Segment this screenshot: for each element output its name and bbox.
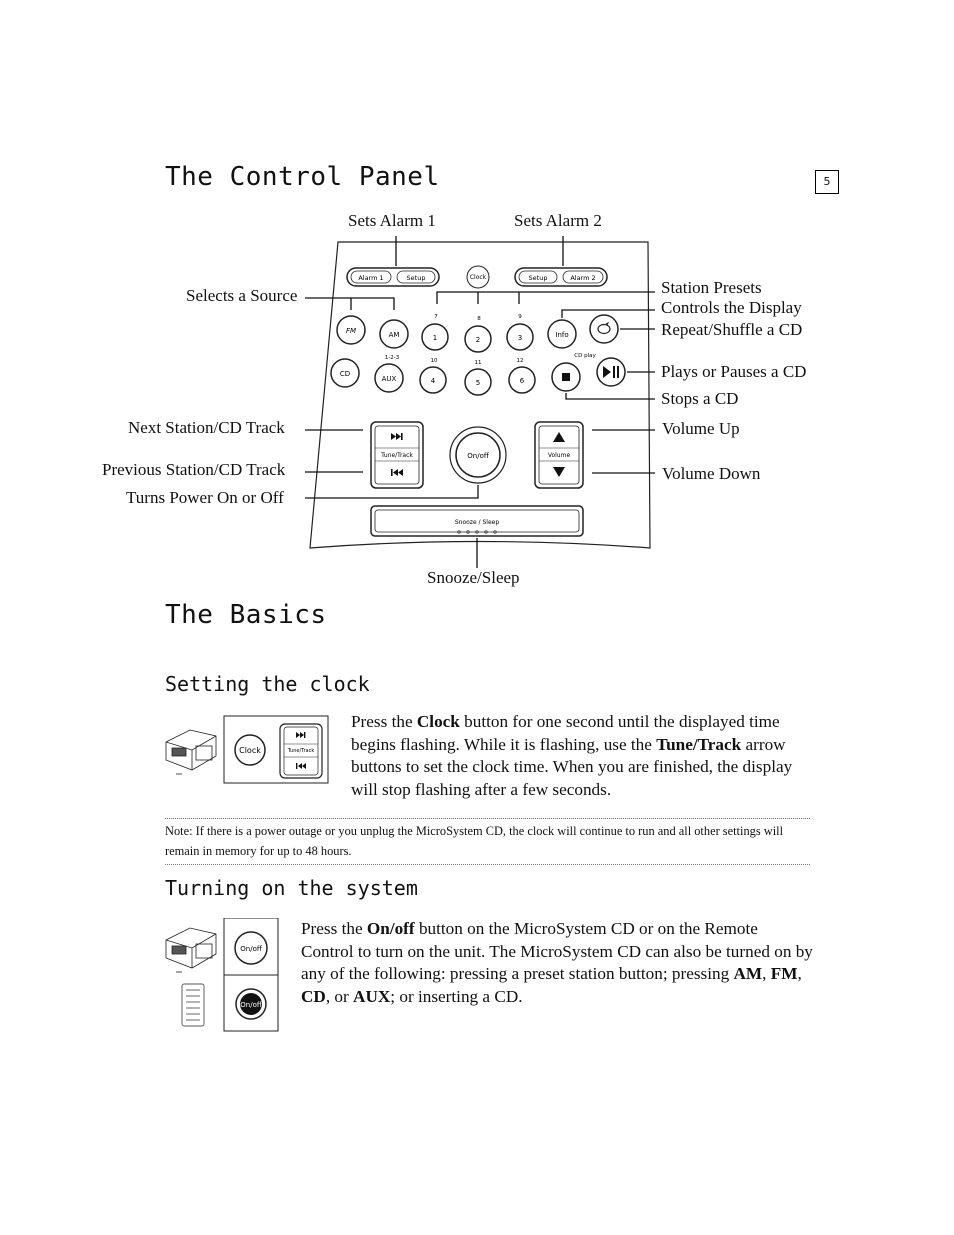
alarm2-btn-label: Alarm 2: [570, 274, 595, 282]
turning-on-paragraph: Press the On/off button on the MicroSyst…: [301, 918, 813, 1008]
tune-track-example-label: Tune/Track: [287, 748, 315, 754]
preset-1: 1: [433, 334, 437, 342]
onoff-example-label: On/off: [240, 945, 262, 953]
microsystem-unit-icon: [165, 729, 217, 775]
preset-8: 8: [477, 316, 481, 322]
setup-left-btn-label: Setup: [407, 274, 426, 282]
turning-on-text-1: Press the: [301, 919, 367, 938]
preset-10: 10: [431, 358, 438, 364]
volume-up-icon: [553, 432, 565, 442]
preset-3: 3: [518, 334, 522, 342]
callout-plays-pauses: Plays or Pauses a CD: [661, 362, 807, 381]
turning-on-illustration: On/off On/off: [165, 918, 279, 1032]
preset-7: 7: [434, 314, 438, 320]
setup-right-btn-label: Setup: [529, 274, 548, 282]
repeat-shuffle-icon: [597, 321, 611, 335]
am-btn-label: AM: [389, 331, 400, 339]
preset-11: 11: [475, 360, 482, 366]
callout-previous-station: Previous Station/CD Track: [102, 460, 286, 479]
setting-clock-bold-clock: Clock: [416, 712, 460, 731]
turning-on-bold-am: AM: [733, 964, 763, 983]
turning-on-bold-aux: AUX: [353, 986, 391, 1006]
preset-12: 12: [517, 358, 524, 364]
callout-sets-alarm-1: Sets Alarm 1: [348, 211, 436, 230]
remote-onoff-label: On/off: [240, 1001, 262, 1009]
snooze-dots: [457, 530, 497, 534]
turning-on-bold-fm: FM: [770, 964, 798, 983]
page-number: 5: [815, 170, 839, 194]
alarm1-btn-label: Alarm 1: [358, 274, 383, 282]
clock-example-label: Clock: [239, 746, 261, 755]
callout-selects-source: Selects a Source: [186, 286, 298, 305]
setting-clock-text-1: Press the: [351, 712, 417, 731]
callout-repeat-shuffle: Repeat/Shuffle a CD: [661, 320, 803, 339]
stop-icon: [562, 373, 570, 381]
clock-btn-label: Clock: [470, 274, 487, 281]
previous-track-icon: [391, 469, 403, 476]
info-btn-label: Info: [555, 331, 568, 339]
turning-on-bold-onoff: On/off: [366, 919, 415, 938]
aux-caption: 1-2-3: [385, 355, 400, 361]
setting-clock-text-3: arrow buttons to set the clock time. Whe…: [351, 734, 793, 799]
turning-on-heading: Turning on the system: [165, 876, 418, 900]
remote-control-icon: [181, 983, 205, 1027]
next-icon: [296, 732, 306, 738]
turning-on-sep-3: , or: [325, 986, 354, 1006]
turning-on-sep-1: ,: [762, 964, 771, 983]
turning-on-text-2: button on the MicroSystem CD or on the R…: [301, 919, 813, 983]
callout-turns-power: Turns Power On or Off: [126, 488, 284, 507]
preset-2: 2: [476, 336, 480, 344]
volume-down-icon: [553, 467, 565, 477]
volume-label: Volume: [548, 452, 571, 459]
callout-next-station: Next Station/CD Track: [128, 418, 285, 437]
play-pause-icon: [603, 366, 619, 378]
on-off-label: On/off: [467, 452, 489, 460]
turning-on-bold-cd: CD: [301, 986, 326, 1006]
preset-buttons: [419, 323, 536, 396]
preset-9: 9: [518, 314, 522, 320]
callout-leader-lines: [305, 236, 655, 568]
callout-stops: Stops a CD: [661, 389, 739, 408]
turning-on-sep-2: ,: [797, 964, 802, 983]
clock-illustration: Clock Tune/Track: [165, 715, 329, 784]
control-panel-diagram: Alarm 1 Setup Clock Setup Alarm 2 FM AM …: [305, 236, 655, 568]
basics-heading: The Basics: [165, 600, 327, 630]
turning-on-text-3: ; or inserting a CD.: [390, 986, 523, 1006]
callout-sets-alarm-2: Sets Alarm 2: [514, 211, 602, 230]
next-track-icon: [391, 433, 403, 440]
microsystem-unit-icon: [165, 927, 217, 973]
tune-track-label: Tune/Track: [380, 452, 413, 459]
preset-4: 4: [431, 377, 436, 385]
setting-clock-text-2: button for one second until the displaye…: [351, 712, 780, 754]
prev-icon: [296, 763, 306, 769]
setting-clock-bold-tune: Tune/Track: [656, 734, 742, 754]
callout-volume-up: Volume Up: [662, 419, 740, 438]
preset-5: 5: [476, 379, 480, 387]
callout-station-presets: Station Presets: [661, 278, 762, 297]
callout-snooze-sleep: Snooze/Sleep: [427, 568, 520, 587]
aux-btn-label: AUX: [382, 375, 397, 383]
control-panel-heading: The Control Panel: [165, 162, 440, 192]
snooze-sleep-label: Snooze / Sleep: [455, 519, 499, 526]
cd-btn-label: CD: [340, 370, 350, 378]
setting-clock-heading: Setting the clock: [165, 672, 370, 696]
cd-play-label: CD play: [574, 353, 596, 359]
callout-controls-display: Controls the Display: [661, 298, 802, 317]
preset-6: 6: [520, 377, 525, 385]
callout-volume-down: Volume Down: [662, 464, 761, 483]
memory-note: Note: If there is a power outage or you …: [165, 818, 810, 865]
setting-clock-paragraph: Press the Clock button for one second un…: [351, 711, 813, 801]
fm-btn-label: FM: [346, 327, 356, 335]
